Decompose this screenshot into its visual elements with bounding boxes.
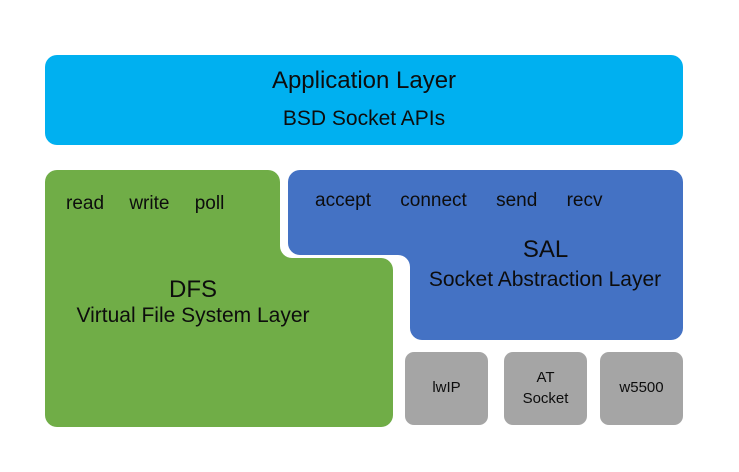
- dfs-api-write: write: [129, 193, 170, 214]
- application-layer-title: Application Layer: [271, 67, 457, 94]
- dfs-api-list: read write poll: [50, 193, 280, 215]
- dfs-api-poll: poll: [194, 193, 225, 214]
- sal-api-recv: recv: [566, 190, 603, 211]
- dfs-api-read: read: [66, 193, 105, 214]
- sal-layer-title: SAL: [522, 236, 569, 263]
- sal-api-accept: accept: [315, 190, 371, 211]
- driver-box-w5500[interactable]: w5500: [600, 352, 683, 425]
- driver-label: lwIP: [432, 378, 460, 398]
- sal-layer-shape[interactable]: [288, 170, 683, 340]
- sal-api-send: send: [496, 190, 538, 211]
- driver-label: AT Socket: [523, 368, 569, 409]
- sal-api-list: accept connect send recv: [300, 190, 680, 212]
- dfs-layer-shape[interactable]: [45, 170, 393, 427]
- driver-line: AT: [536, 369, 555, 387]
- sal-layer-subtitle: Socket Abstraction Layer: [428, 268, 662, 291]
- driver-box-lwip[interactable]: lwIP: [405, 352, 488, 425]
- driver-line: w5500: [619, 379, 664, 397]
- driver-line: Socket: [522, 389, 569, 407]
- dfs-layer-title: DFS: [169, 276, 217, 303]
- dfs-layer-subtitle: Virtual File System Layer: [76, 304, 310, 327]
- driver-label: w5500: [619, 378, 663, 398]
- driver-line: lwIP: [432, 379, 461, 397]
- application-layer-shape[interactable]: [45, 55, 683, 145]
- application-layer-subtitle: BSD Socket APIs: [282, 107, 446, 130]
- sal-api-connect: connect: [400, 190, 467, 211]
- driver-box-at-socket[interactable]: AT Socket: [504, 352, 587, 425]
